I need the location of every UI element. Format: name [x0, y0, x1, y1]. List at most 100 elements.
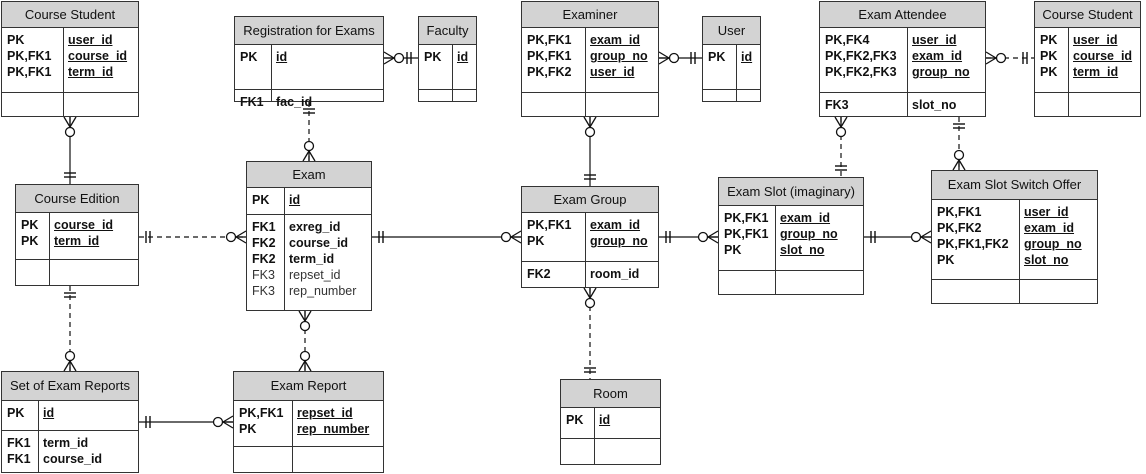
key-label: PK,FK2,FK3: [825, 65, 897, 79]
entity-title: Exam Slot Switch Offer: [932, 171, 1097, 200]
relationship-examiner-to-user: [658, 51, 702, 65]
attr-key-label: FK3: [252, 284, 275, 298]
field-column: id: [276, 49, 287, 65]
primary-key-field: group_no: [590, 234, 648, 248]
cardinality-many-prong: [298, 310, 306, 322]
cardinality-many-prong: [304, 310, 312, 322]
relationship-examiner-to-exam-group: [583, 116, 597, 186]
section-divider: [247, 214, 371, 215]
section-divider: [16, 259, 138, 260]
field-column: course_id term_id: [54, 217, 113, 249]
cardinality-optional-circle: [299, 350, 311, 362]
cardinality-optional-circle: [995, 52, 1007, 64]
attribute-field: course_id: [43, 452, 103, 466]
key-label: PK: [1040, 33, 1058, 47]
primary-key-field: user_id: [68, 33, 113, 47]
cardinality-optional-circle: [500, 231, 512, 243]
key-label: PK,FK1: [937, 205, 982, 219]
primary-key-field: course_id: [54, 218, 114, 232]
attr-key-column: FK2: [527, 266, 551, 282]
attribute-field: course_id: [289, 236, 349, 250]
cardinality-optional-circle: [584, 297, 596, 309]
cardinality-many-prong: [298, 360, 306, 372]
key-label: PK: [21, 218, 39, 232]
cardinality-optional-circle: [212, 416, 224, 428]
attr-key-column: FK1: [240, 94, 264, 110]
field-column: exam_id group_no: [590, 217, 648, 249]
primary-key-field: exam_id: [590, 33, 641, 47]
key-label: PK: [7, 406, 25, 420]
section-divider: [2, 92, 138, 93]
relationship-course-edition-to-set-of-exam-reports: [63, 286, 77, 372]
cardinality-many-prong: [834, 116, 842, 128]
section-divider: [561, 438, 660, 439]
cardinality-many-prong: [69, 116, 77, 128]
key-label: PK: [7, 33, 25, 47]
relationship-exam-attendee-to-exam-slot-switch-offer: [952, 117, 966, 171]
key-label: PK,FK1: [724, 211, 769, 225]
relationship-registration-for-exams-to-faculty: [383, 51, 418, 65]
key-column: PK: [252, 192, 269, 208]
attr-key-label: FK2: [252, 252, 276, 266]
cardinality-many-prong: [63, 116, 71, 128]
primary-key-field: user_id: [1073, 33, 1118, 47]
key-label: PK,FK1: [527, 49, 572, 63]
key-label: PK,FK4: [825, 33, 870, 47]
cardinality-optional-circle: [299, 320, 311, 332]
cardinality-many-prong: [69, 360, 77, 372]
primary-key-field: group_no: [912, 65, 970, 79]
field-column: id: [599, 412, 610, 428]
key-label: PK,FK1: [527, 33, 572, 47]
primary-key-field: exam_id: [1024, 221, 1075, 235]
key-label: PK: [937, 253, 955, 267]
cardinality-many-prong: [985, 51, 997, 59]
entity-title: Exam: [247, 162, 371, 188]
column-divider: [775, 206, 776, 294]
key-label: PK: [21, 234, 39, 248]
section-divider: [522, 92, 658, 93]
attr-key-label: FK1: [240, 95, 264, 109]
cardinality-many-prong: [222, 415, 234, 423]
primary-key-field: exam_id: [590, 218, 641, 232]
column-divider: [585, 28, 586, 116]
relationship-exam-to-exam-group: [372, 230, 522, 244]
entity-title: Exam Report: [234, 372, 383, 401]
cardinality-many-prong: [304, 360, 312, 372]
key-label: PK: [240, 50, 258, 64]
cardinality-optional-circle: [393, 52, 405, 64]
cardinality-many-prong: [920, 236, 932, 244]
section-divider: [820, 92, 985, 93]
column-divider: [271, 45, 272, 101]
column-divider: [292, 401, 293, 472]
attribute-field: term_id: [43, 436, 89, 450]
cardinality-many-prong: [583, 116, 591, 128]
primary-key-field: slot_no: [780, 243, 825, 257]
primary-key-field: term_id: [54, 234, 100, 248]
entity-title: User: [703, 17, 760, 45]
attr-key-label: FK1: [252, 220, 276, 234]
cardinality-many-prong: [658, 51, 670, 59]
primary-key-field: user_id: [1024, 205, 1069, 219]
cardinality-many-prong: [658, 57, 670, 65]
attribute-field: room_id: [590, 267, 640, 281]
primary-key-field: term_id: [68, 65, 114, 79]
cardinality-many-prong: [920, 230, 932, 238]
key-label: PK: [252, 193, 270, 207]
primary-key-field: user_id: [912, 33, 957, 47]
relationship-exam-attendee-to-course-student-right: [985, 51, 1034, 65]
primary-key-field: group_no: [780, 227, 838, 241]
cardinality-many-prong: [510, 236, 522, 244]
cardinality-optional-circle: [64, 126, 76, 138]
relationship-exam-group-to-room: [583, 287, 597, 379]
